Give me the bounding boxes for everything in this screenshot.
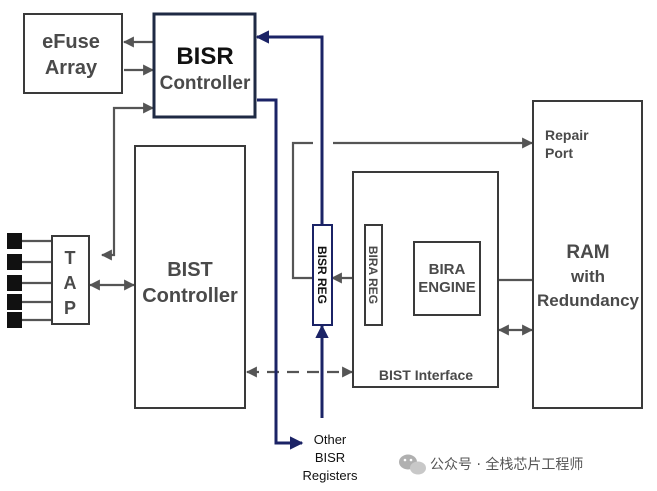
repair-port-arrow (291, 141, 313, 280)
bisr-reg-block: BISR REG (312, 224, 333, 326)
ram-block: Repair Port RAM with Redundancy (532, 100, 643, 409)
ram-label-line2: with (570, 267, 605, 286)
bisr-reg-label: BISR REG (315, 246, 329, 304)
bisr-scan-chain-out (257, 98, 304, 450)
bira-engine-label-line1: BIRA (429, 261, 466, 278)
other-bisr-label-line3: Registers (303, 468, 358, 483)
bist-controller-block: BIST Controller (134, 145, 246, 409)
bira-engine-block: BIRA ENGINE (413, 241, 481, 316)
bist-controller-label-line2: Controller (142, 285, 238, 307)
bira-reg-block: BIRA REG (364, 224, 383, 326)
watermark: 公众号 · 全栈芯片工程师 (399, 454, 583, 475)
tap-letter-t: T (65, 248, 76, 268)
tap-letter-a: A (64, 273, 77, 293)
ram-label-line3: Redundancy (537, 291, 640, 310)
repair-port-label-line1: Repair (545, 127, 589, 143)
bist-controller-label-line1: BIST (167, 259, 213, 281)
wechat-icon (399, 454, 426, 475)
bira-engine-label-line2: ENGINE (418, 279, 476, 296)
other-bisr-label-line1: Other (314, 432, 347, 447)
tap-block: T A P (51, 235, 90, 325)
bisr-controller-block: BISR Controller (152, 12, 257, 119)
other-bisr-label-line2: BISR (315, 450, 345, 465)
bisr-controller-label-line1: BISR (176, 43, 233, 70)
watermark-text: 公众号 · 全栈芯片工程师 (430, 456, 583, 473)
efuse-label-line2: Array (45, 57, 98, 79)
efuse-array-block: eFuse Array (23, 13, 123, 94)
tap-pin-4 (7, 294, 22, 310)
repair-port-label-line2: Port (545, 145, 573, 161)
other-bisr-registers-label: Other BISR Registers (303, 432, 358, 483)
bisr-scan-chain-top (255, 30, 324, 224)
tap-letter-p: P (64, 298, 76, 318)
ram-label-line1: RAM (566, 242, 609, 263)
efuse-label-line1: eFuse (42, 31, 100, 53)
tap-pin-3 (7, 275, 22, 291)
tap-to-bisr-controller-arrow (100, 102, 155, 261)
tap-pin-1 (7, 233, 22, 249)
tap-pin-5 (7, 312, 22, 328)
tap-pin-2 (7, 254, 22, 270)
bisr-controller-label-line2: Controller (160, 73, 251, 94)
bist-interface-label: BIST Interface (379, 367, 473, 383)
bira-reg-label: BIRA REG (366, 246, 380, 304)
